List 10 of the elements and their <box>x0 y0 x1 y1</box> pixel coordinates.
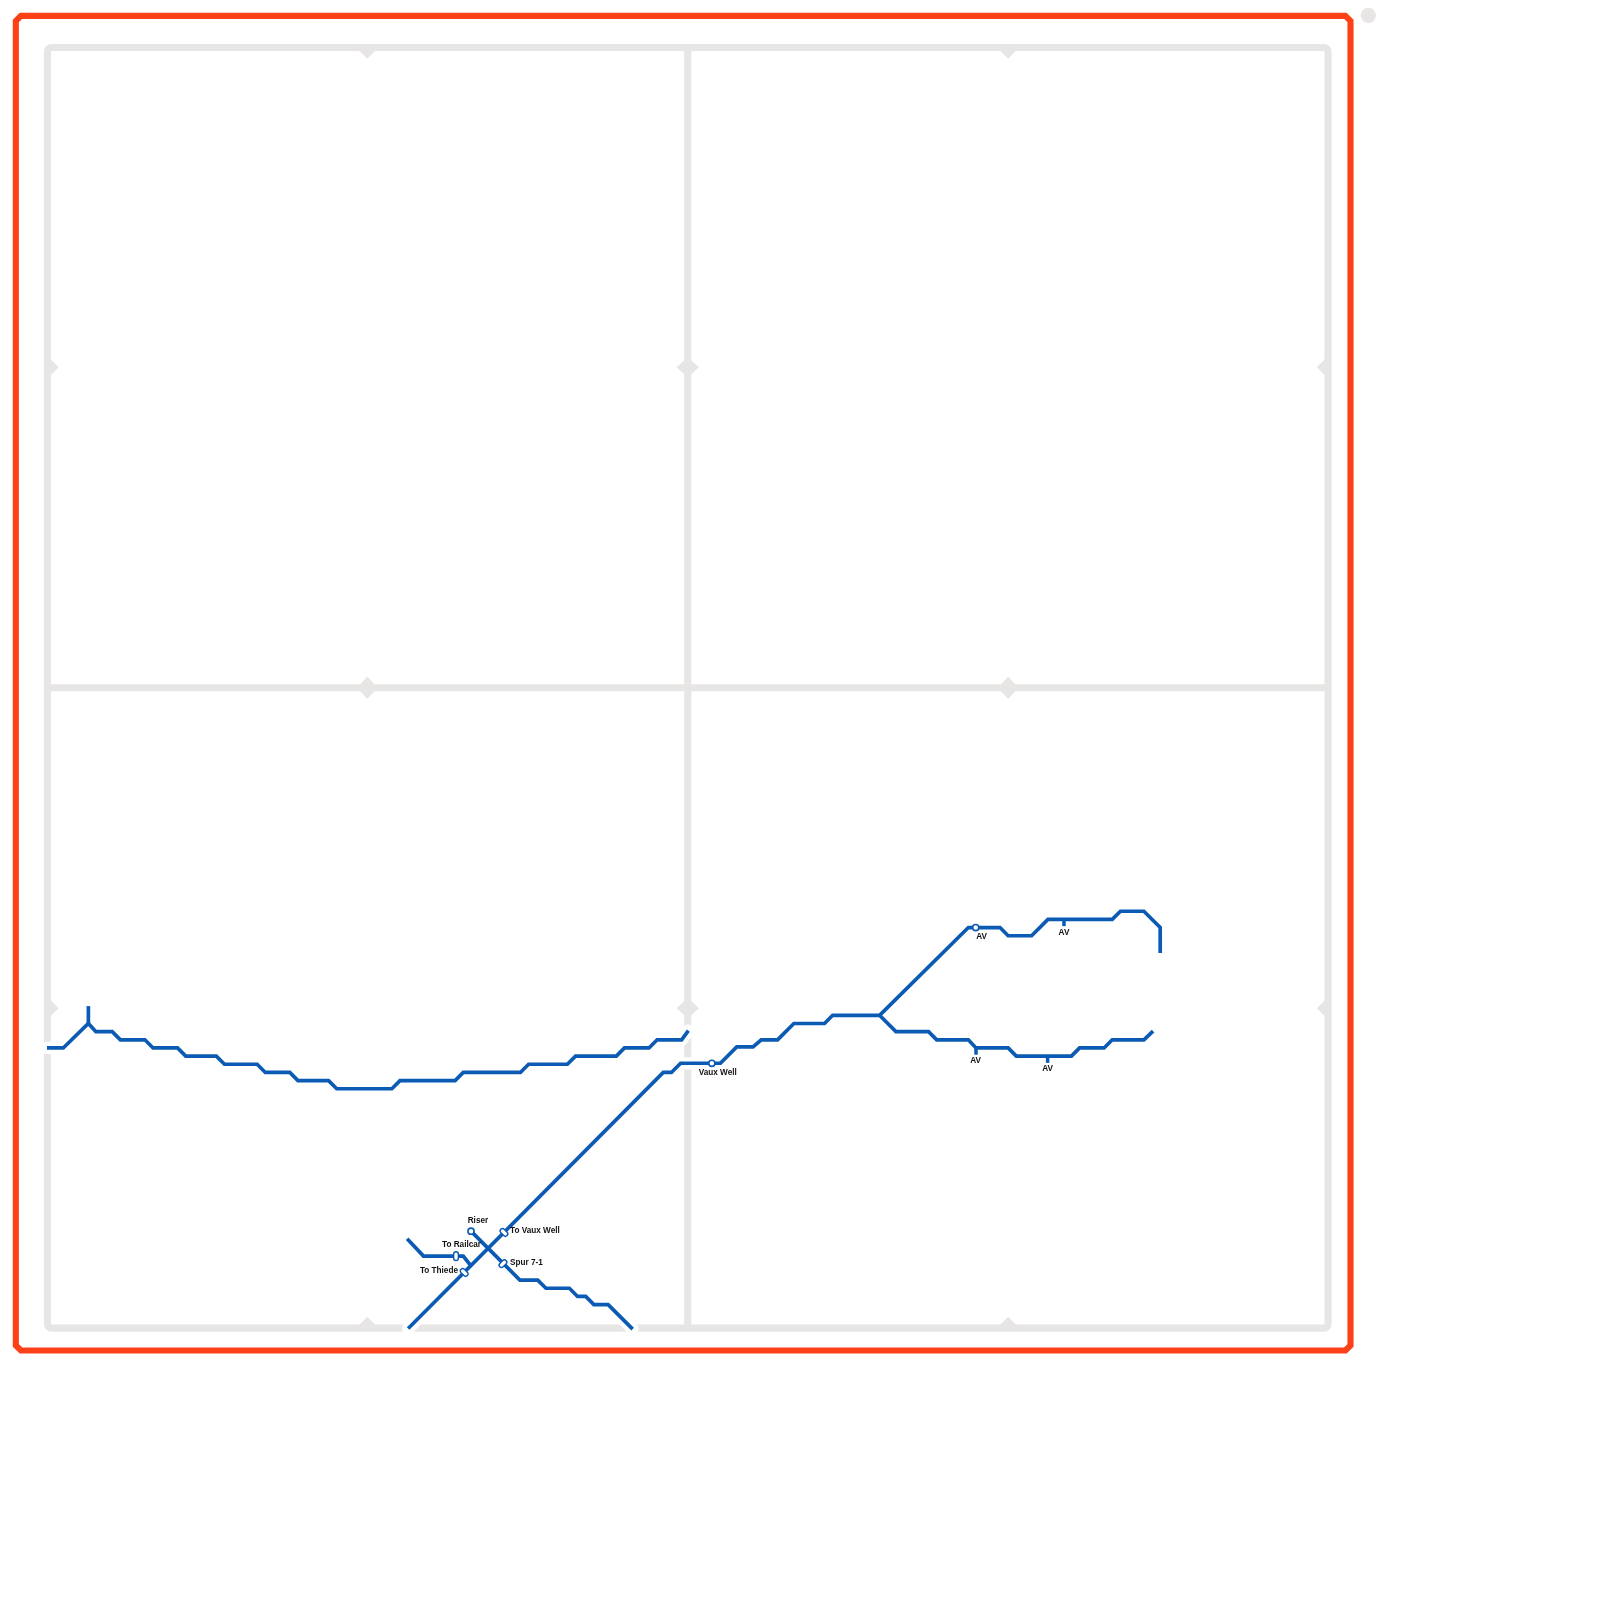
station-label: Riser <box>467 1216 489 1226</box>
station-label: AV <box>1058 928 1070 937</box>
station-label: To Vaux Well <box>510 1226 560 1236</box>
station-label: To Thiede <box>419 1266 458 1276</box>
station-label: Spur 7-1 <box>510 1258 543 1268</box>
station-label: AV <box>1042 1064 1053 1074</box>
station-label: To Railcar <box>442 1240 481 1250</box>
station-label: AV <box>970 1056 982 1065</box>
station-label: AV <box>976 933 987 942</box>
station-label: Vaux Well <box>698 1068 737 1078</box>
